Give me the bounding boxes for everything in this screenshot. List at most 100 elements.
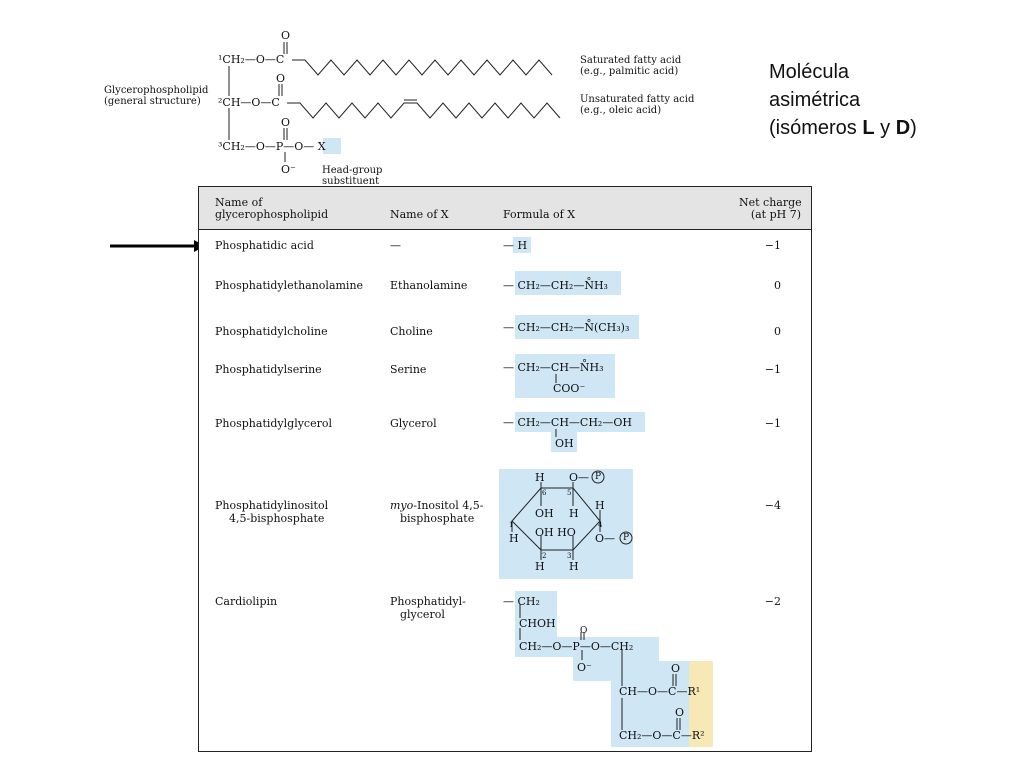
row-xname-pi-rest: -Inositol 4,5- — [413, 499, 484, 512]
pi-h2: H — [535, 560, 545, 573]
row-name-pe: Phosphatidylethanolamine — [215, 279, 364, 292]
row-xname-cl-line2: glycerol — [400, 608, 445, 621]
glycerophospholipid-structure — [228, 42, 561, 162]
cl-carbonyl-o2: O — [675, 706, 685, 719]
highlight-ps — [515, 354, 615, 398]
highlight-pg — [515, 412, 645, 432]
carbonyl-oxygen-2: O — [276, 72, 286, 85]
pi-num-5: 5 — [567, 489, 572, 497]
headgroup-line2: substituent — [322, 176, 380, 187]
header-name-line2: glycerophospholipid — [215, 208, 329, 221]
row-xname-pi-line1: myo-Inositol 4,5- — [390, 499, 483, 512]
row-name-ps: Phosphatidylserine — [215, 363, 322, 376]
row-name-pi-line1: Phosphatidylinositol — [215, 499, 329, 512]
cl-phosphate-o: O — [580, 626, 588, 636]
unsaturated-line2: (e.g., oleic acid) — [580, 105, 662, 116]
pi-num-3: 3 — [567, 552, 572, 560]
formula-pc: — CH₂—CH₂—N̊(CH₃)₃ — [503, 321, 630, 334]
highlight-pa — [513, 237, 531, 253]
row-xname-pa: — — [390, 239, 401, 252]
pi-h6-top: H — [535, 471, 545, 484]
side-note: Molécula asimétrica (isómeros L y D) — [769, 58, 1009, 142]
row-name-pg: Phosphatidylglycerol — [215, 417, 332, 430]
cl-carbonyl-o1: O — [671, 662, 681, 675]
row-charge-ps: −1 — [764, 363, 781, 376]
header-charge-line1: Net charge — [739, 196, 802, 209]
phosphate-oxygen-bottom: O⁻ — [281, 163, 296, 176]
header-name-line1: Name of — [215, 196, 263, 209]
saturated-line1: Saturated fatty acid — [580, 55, 682, 66]
pi-phosphate-top: P — [595, 472, 602, 482]
table-header: Name of glycerophospholipid Name of X Fo… — [199, 187, 811, 230]
headgroup-label: Head-group substituent — [322, 165, 382, 187]
header-x-name: Name of X — [390, 208, 449, 221]
highlight-cl-2 — [515, 637, 641, 657]
formula-pg-sub: OH — [555, 437, 574, 450]
row-name-cl: Cardiolipin — [215, 595, 278, 608]
pi-h5: H — [569, 507, 579, 520]
row-charge-pi: −4 — [764, 499, 781, 512]
cl-phosphate-ominus: O⁻ — [577, 661, 592, 674]
row-xname-ps: Serine — [390, 363, 427, 376]
saturated-line2: (e.g., palmitic acid) — [580, 66, 679, 77]
pi-oh-ho: OH HO — [535, 526, 576, 539]
formula-ps-sub: COO⁻ — [553, 382, 586, 395]
pi-phosphate-right: P — [623, 533, 630, 543]
row-xname-pg: Glycerol — [390, 417, 437, 430]
arrow-icon — [110, 240, 205, 252]
glycerol-c2: ²CH—O—C — [218, 96, 280, 109]
header-charge: Net charge (at pH 7) — [739, 196, 802, 221]
cl-line2: CHOH — [519, 617, 556, 630]
row-charge-pg: −1 — [764, 417, 781, 430]
cl-line3: CH₂—O—P—O—CH₂ — [519, 640, 634, 653]
cl-line4: CH—O—C—R¹ — [619, 685, 701, 698]
row-xname-pe: Ethanolamine — [390, 279, 468, 292]
row-name-pi: Phosphatidylinositol 4,5-bisphosphate — [215, 499, 328, 525]
pi-num-2: 2 — [542, 552, 547, 560]
side-note-isomer-l: L — [862, 117, 875, 139]
row-charge-pc: 0 — [774, 325, 781, 338]
row-name-pi-line2: 4,5-bisphosphate — [229, 512, 325, 525]
side-note-line3-mid: y — [874, 117, 896, 139]
saturated-fatty-acid-label: Saturated fatty acid (e.g., palmitic aci… — [580, 55, 681, 77]
highlight-cl-3 — [573, 657, 613, 681]
pi-o4: O— — [595, 532, 616, 545]
cl-line1: — CH₂ — [503, 595, 540, 608]
side-note-line3: (isómeros L y D) — [769, 114, 1009, 142]
row-charge-pe: 0 — [774, 279, 781, 292]
row-name-pc: Phosphatidylcholine — [215, 325, 328, 338]
pi-h1: H — [509, 532, 519, 545]
highlight-cl-r — [689, 661, 713, 747]
row-xname-pi-italic: myo — [390, 499, 414, 512]
phosphate-oxygen-top: O — [281, 116, 291, 129]
row-xname-pc: Choline — [390, 325, 433, 338]
header-name: Name of glycerophospholipid — [215, 197, 328, 221]
structure-label-line1: Glycerophospholipid — [104, 85, 209, 96]
side-note-line3-pre: (isómeros — [769, 117, 863, 139]
highlight-pc — [515, 315, 639, 339]
pi-oh6: OH — [535, 507, 554, 520]
cl-line5: CH₂—O—C—R² — [619, 729, 705, 742]
unsaturated-fatty-acid-label: Unsaturated fatty acid (e.g., oleic acid… — [580, 94, 694, 116]
row-charge-cl: −2 — [764, 595, 781, 608]
row-xname-cl-line1: Phosphatidyl- — [390, 595, 466, 608]
side-note-line2: asimétrica — [769, 89, 861, 111]
header-formula: Formula of X — [503, 208, 576, 221]
row-charge-pa: −1 — [764, 239, 781, 252]
pi-num-6: 6 — [542, 489, 547, 497]
row-name-pa: Phosphatidic acid — [215, 239, 314, 252]
formula-pg-main: — CH₂—CH—CH₂—OH — [503, 416, 632, 429]
highlight-pi — [499, 469, 633, 579]
side-note-line1: Molécula — [769, 61, 850, 83]
glycerophospholipid-table: Name of glycerophospholipid Name of X Fo… — [198, 186, 812, 752]
structure-label-line2: (general structure) — [104, 96, 201, 107]
pi-num-1: 1 — [509, 521, 514, 529]
formula-ps-main: — CH₂—CH—N̊H₃ — [503, 361, 604, 374]
row-xname-cl: Phosphatidyl- glycerol — [390, 595, 466, 621]
row-xname-pi: myo-Inositol 4,5- bisphosphate — [390, 499, 483, 525]
unsaturated-line1: Unsaturated fatty acid — [580, 94, 695, 105]
pi-h-right: H — [595, 499, 605, 512]
highlight-pe — [515, 271, 621, 295]
pi-num-4: 4 — [598, 521, 603, 529]
side-note-isomer-d: D — [895, 117, 911, 139]
